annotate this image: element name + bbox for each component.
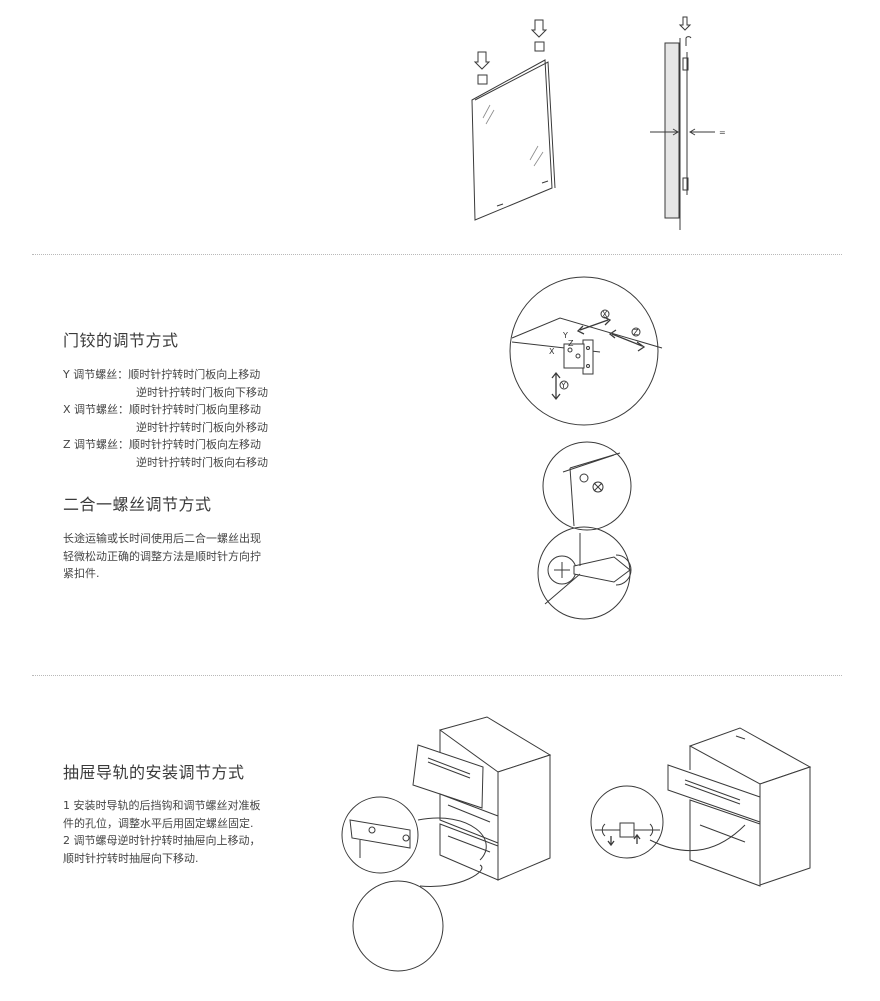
screw-section-title: 二合一螺丝调节方式: [63, 495, 212, 514]
svg-text:X: X: [549, 347, 555, 356]
hinge-instructions: Y 调节螺丝：顺时针拧转时门板向上移动 逆时针拧转时门板向下移动 X 调节螺丝：…: [63, 366, 268, 471]
hinge-adjust-illustration: X Z Y Z X Y: [509, 276, 663, 620]
svg-text:Y: Y: [562, 331, 568, 340]
door-mount-illustration: =: [471, 16, 726, 230]
hinge-row-4: 逆时针拧转时门板向外移动: [136, 420, 268, 434]
drawer-section-text: 1 安装时导轨的后挡钩和调节螺丝对准板 件的孔位，调整水平后用固定螺丝固定. 2…: [63, 799, 261, 865]
hinge-row-1: Y 调节螺丝：顺时针拧转时门板向上移动: [63, 368, 261, 381]
svg-text:Z: Z: [568, 339, 574, 348]
hinge-section-title: 门铰的调节方式: [63, 331, 179, 350]
hinge-row-2: 逆时针拧转时门板向下移动: [136, 385, 268, 399]
svg-text:=: =: [719, 128, 726, 137]
drawer-section-title: 抽屉导轨的安装调节方式: [63, 763, 245, 782]
svg-text:Z: Z: [633, 328, 639, 337]
svg-text:Y: Y: [560, 381, 566, 390]
hinge-row-5: Z 调节螺丝：顺时针拧转时门板向左移动: [63, 438, 262, 451]
screw-section-text: 长途运输或长时间使用后二合一螺丝出现 轻微松动正确的调整方法是顺时针方向拧 紧扣…: [63, 532, 261, 580]
hinge-row-6: 逆时针拧转时门板向右移动: [136, 455, 268, 469]
section-divider-2: [32, 675, 842, 676]
drawer-rail-illustration: [341, 716, 812, 972]
svg-text:X: X: [602, 310, 608, 319]
section-divider-1: [32, 254, 842, 255]
hinge-row-3: X 调节螺丝：顺时针拧转时门板向里移动: [63, 403, 262, 416]
